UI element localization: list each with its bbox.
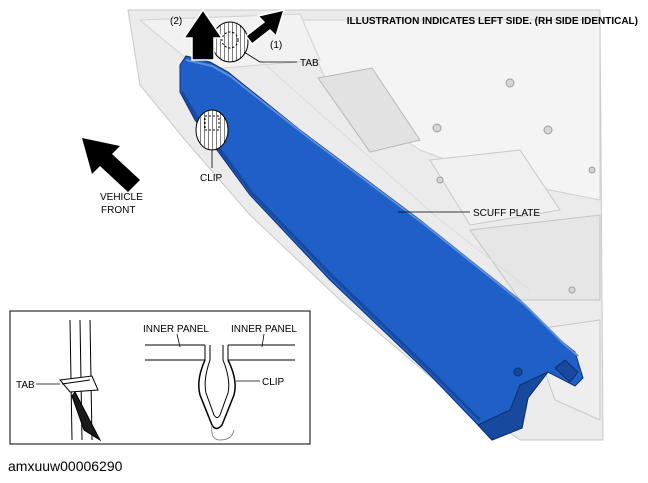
inset-inner-panel-right-label: INNER PANEL [231, 324, 297, 335]
tab-detail [36, 319, 102, 442]
vehicle-front-label-line2: FRONT [101, 205, 135, 216]
scuff-plate-label: SCUFF PLATE [473, 208, 540, 219]
step-1-label: (1) [270, 40, 282, 51]
step-2-label: (2) [170, 16, 182, 27]
clip-label: CLIP [200, 173, 223, 184]
vehicle-front-label-line1: VEHICLE [100, 192, 143, 203]
clip-detail [145, 333, 295, 441]
arrow-outward-icon [244, 8, 286, 46]
clip-marker [195, 109, 229, 168]
inset-clip-label: CLIP [262, 377, 285, 388]
inset-tab-label: TAB [16, 380, 35, 391]
arrow-up-icon [182, 8, 224, 61]
scuff-plate [179, 55, 584, 441]
header-note: ILLUSTRATION INDICATES LEFT SIDE. (RH SI… [347, 16, 638, 27]
vehicle-front-arrow-icon [82, 138, 140, 192]
detail-inset: TAB INNER PANEL INNER PANEL CLIP [9, 310, 311, 445]
figure-code: amxuuw00006290 [8, 458, 123, 474]
tab-label: TAB [300, 58, 319, 69]
inset-inner-panel-left-label: INNER PANEL [143, 324, 209, 335]
